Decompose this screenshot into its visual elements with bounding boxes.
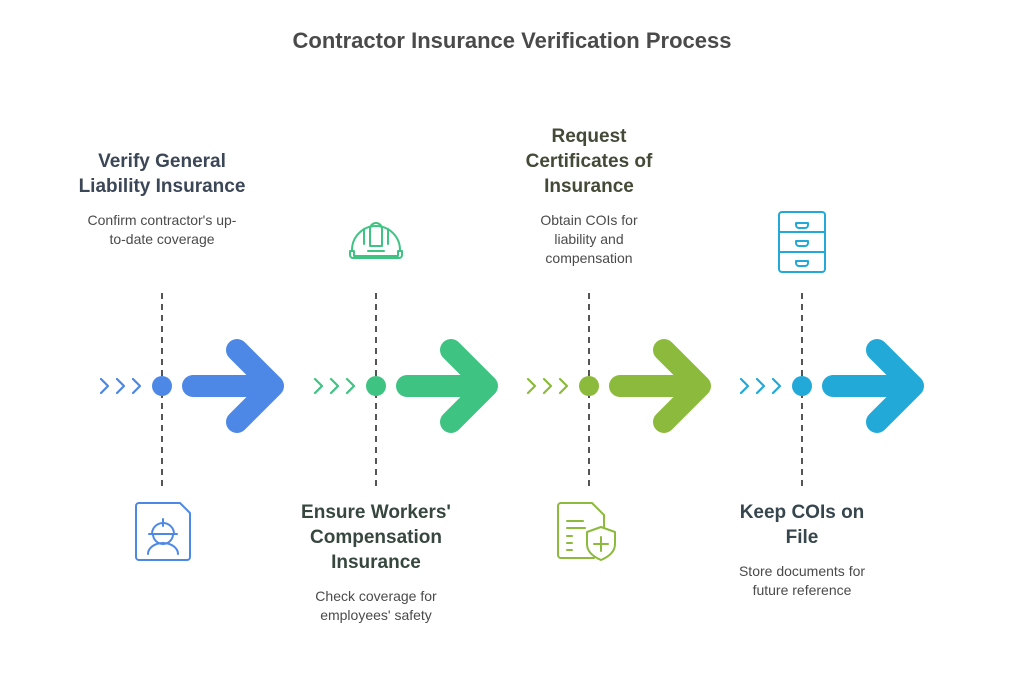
step-2-arrow-icon <box>396 339 498 433</box>
step-4-arrow-icon <box>822 339 924 433</box>
document-shield-icon <box>557 502 616 561</box>
step-3-chevrons-icon <box>526 377 569 395</box>
filing-cabinet-icon <box>778 211 826 273</box>
step-3-graphics <box>526 293 711 490</box>
step-1-heading: Verify General Liability Insurance <box>78 151 246 197</box>
step-4-chevrons-icon <box>739 377 782 395</box>
step-3-description: Obtain COIs for liability and compensati… <box>540 212 638 266</box>
step-3-text: Request Certificates of Insurance Obtain… <box>489 124 689 268</box>
step-4-node <box>792 376 812 396</box>
step-1-chevrons-icon <box>99 377 142 395</box>
step-2-heading: Ensure Workers' Compensation Insurance <box>301 502 451 573</box>
step-4-description: Store documents for future reference <box>738 563 866 598</box>
step-1-description: Confirm contractor's up-to-date coverage <box>87 212 237 247</box>
step-3-arrow-icon <box>609 339 711 433</box>
step-2-text: Ensure Workers' Compensation Insurance C… <box>276 500 476 625</box>
step-1-arrow-icon <box>182 339 284 433</box>
step-3-node <box>579 376 599 396</box>
step-1-text: Verify General Liability Insurance Confi… <box>62 149 262 249</box>
step-2-chevrons-icon <box>313 377 356 395</box>
step-4-heading: Keep COIs on File <box>739 502 865 548</box>
diagram-title: Contractor Insurance Verification Proces… <box>292 28 732 53</box>
step-3-heading: Request Certificates of Insurance <box>525 126 653 197</box>
step-4-text: Keep COIs on File Store documents for fu… <box>702 500 902 600</box>
step-1-graphics <box>99 293 284 490</box>
step-4-graphics <box>739 293 924 490</box>
step-1-node <box>152 376 172 396</box>
step-2-description: Check coverage for employees' safety <box>315 588 437 623</box>
step-2-node <box>366 376 386 396</box>
step-2-graphics <box>313 293 498 490</box>
worker-id-card-icon <box>135 502 191 561</box>
hard-hat-icon <box>349 222 403 259</box>
